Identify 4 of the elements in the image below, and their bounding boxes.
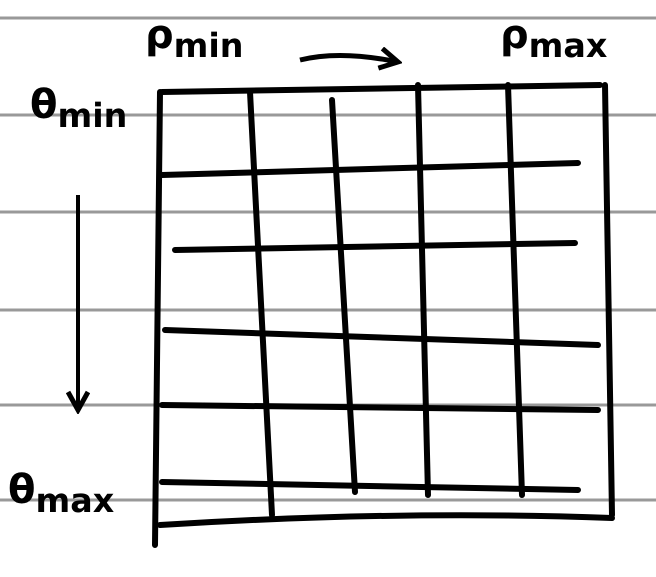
axis-label: ρ$_{max}$ <box>500 15 608 62</box>
axis-label: θ$_{max}$ <box>8 470 114 518</box>
axis-label: ρ$_{min}$ <box>145 15 244 62</box>
axis-label: θ$_{min}$ <box>30 85 128 132</box>
